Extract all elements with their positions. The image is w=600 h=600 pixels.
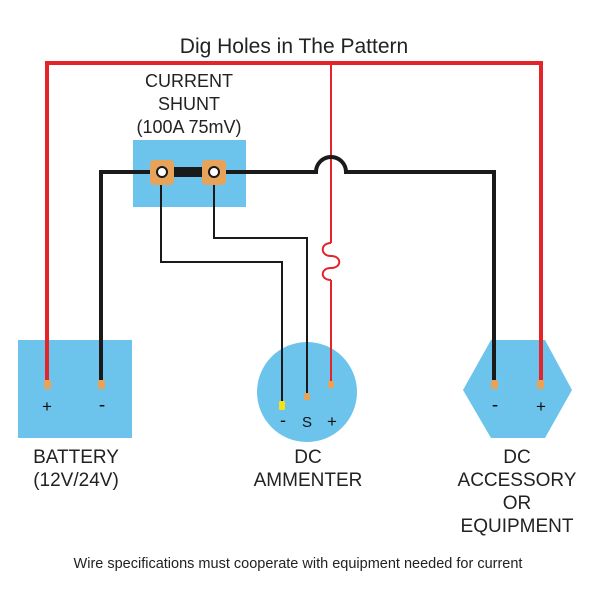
main-positive-wire xyxy=(45,61,543,385)
ammeter-signal-terminal xyxy=(304,393,310,400)
battery-minus-terminal xyxy=(98,380,105,389)
battery-plus-terminal xyxy=(44,380,51,389)
ammeter-plus-sign: + xyxy=(327,412,337,431)
ammeter-signal-sense-wire xyxy=(213,176,308,397)
diagram-title: Dig Holes in The Pattern xyxy=(180,35,408,58)
ammeter-plus-terminal xyxy=(328,381,334,388)
shunt-label-line2: SHUNT xyxy=(158,94,220,114)
fuse-icon xyxy=(321,242,341,281)
ammeter-minus-sign: - xyxy=(280,410,286,430)
battery-label-line1: BATTERY xyxy=(33,447,119,468)
black-wires xyxy=(99,155,496,403)
shunt-bolt-left xyxy=(156,166,168,178)
accessory-plus-terminal xyxy=(537,380,544,389)
red-wires xyxy=(45,61,543,385)
battery-negative-wire xyxy=(99,170,161,385)
battery-plus-sign: + xyxy=(42,397,52,416)
load-negative-wire xyxy=(214,155,496,385)
shunt-label-line1: CURRENT xyxy=(145,71,233,91)
battery-minus-sign: - xyxy=(99,395,105,416)
ammeter-signal-sign: S xyxy=(302,414,312,431)
shunt-bar xyxy=(165,167,211,177)
wire-spec-note: Wire specifications must cooperate with … xyxy=(74,556,523,572)
accessory-label-line3: OR xyxy=(503,493,532,514)
ammeter-minus-terminal xyxy=(279,401,285,410)
battery-body xyxy=(18,340,132,438)
ammeter-label-line1: DC xyxy=(294,447,321,468)
accessory-label-line4: EQUIPMENT xyxy=(461,516,574,537)
accessory-minus-sign: - xyxy=(492,395,498,416)
shunt-bolt-right xyxy=(208,166,220,178)
shunt-label-line3: (100A 75mV) xyxy=(136,117,241,137)
accessory-label-line2: ACCESSORY xyxy=(458,470,577,491)
accessory-body xyxy=(463,340,572,438)
accessory-minus-terminal xyxy=(491,380,498,389)
ammeter-negative-sense-wire xyxy=(160,176,283,403)
battery-label-line2: (12V/24V) xyxy=(33,470,119,491)
ammeter-label-line2: AMMENTER xyxy=(254,470,363,491)
accessory-plus-sign: + xyxy=(536,397,546,416)
accessory-label-line1: DC xyxy=(503,447,530,468)
